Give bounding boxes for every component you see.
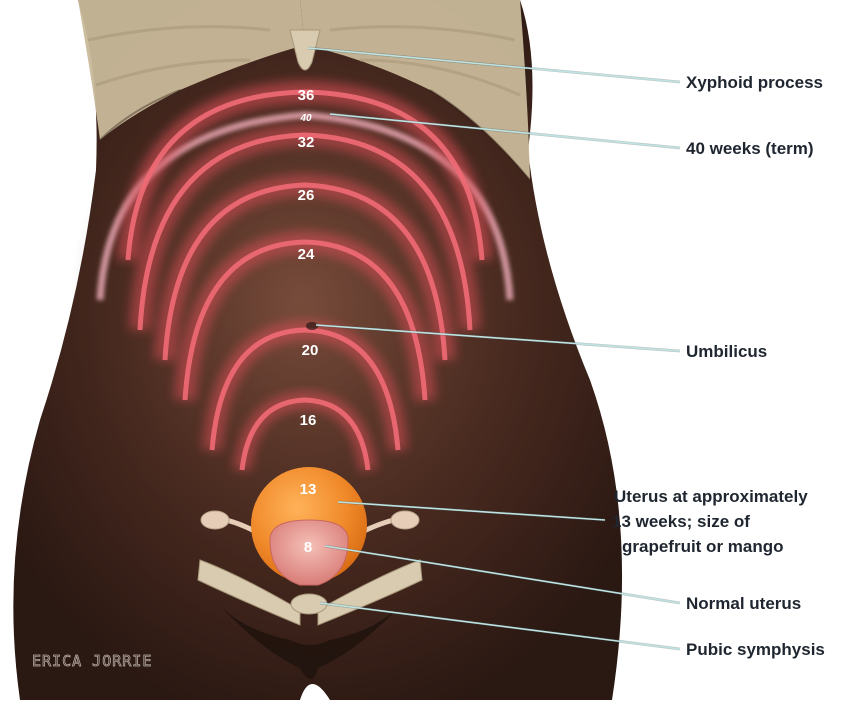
week-label-16: 16: [300, 412, 317, 429]
week-label-8: 8: [304, 539, 312, 556]
label-uterus-13-weeks-line1: Uterus at approximately: [614, 487, 808, 506]
week-label-26: 26: [298, 187, 315, 204]
callout-labels: Xyphoid process 40 weeks (term) Umbilicu…: [612, 73, 825, 659]
week-label-36: 36: [298, 87, 315, 104]
week-label-40: 40: [299, 113, 312, 124]
week-label-32: 32: [298, 134, 315, 151]
week-label-20: 20: [302, 342, 319, 359]
label-umbilicus: Umbilicus: [686, 342, 767, 361]
label-normal-uterus: Normal uterus: [686, 594, 801, 613]
label-xyphoid-process: Xyphoid process: [686, 73, 823, 92]
label-40-weeks-term: 40 weeks (term): [686, 139, 814, 158]
label-pubic-symphysis: Pubic symphysis: [686, 640, 825, 659]
label-uterus-13-weeks-line3: grapefruit or mango: [622, 537, 784, 556]
artist-signature: ERICA JORRIE: [32, 652, 152, 670]
week-label-13: 13: [300, 481, 317, 498]
week-label-24: 24: [298, 246, 315, 263]
label-uterus-13-weeks-line2: 13 weeks; size of: [612, 512, 750, 531]
